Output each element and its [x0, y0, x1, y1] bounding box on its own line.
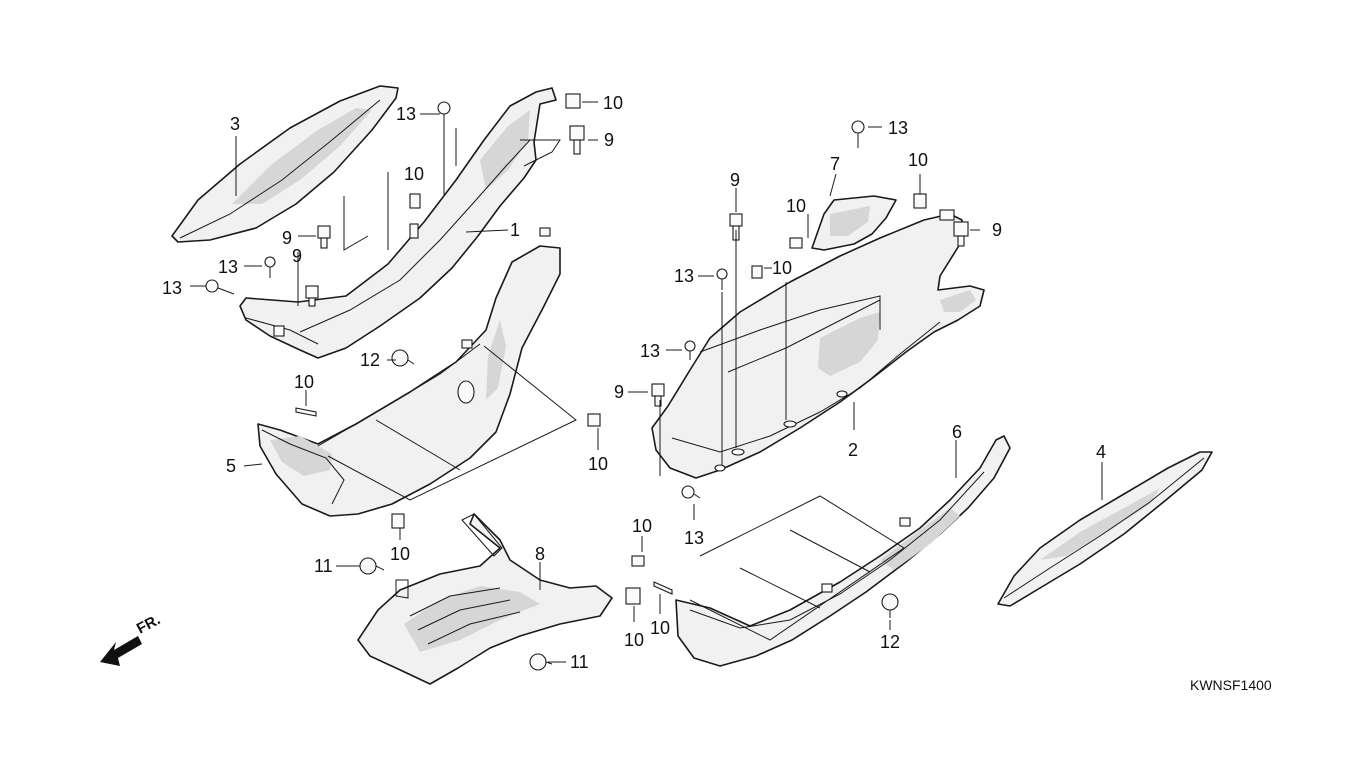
bolt-9-b[interactable] — [317, 225, 331, 249]
callout-9-f: 9 — [614, 382, 624, 402]
clip-10-f[interactable] — [789, 237, 803, 249]
screw-13-b[interactable] — [264, 256, 276, 278]
callout-12-b: 12 — [880, 632, 900, 652]
screw-13-f[interactable] — [684, 340, 696, 360]
callout-4: 4 — [1096, 442, 1106, 462]
callout-6: 6 — [952, 422, 962, 442]
screw-13-c[interactable] — [205, 279, 235, 295]
callout-10-h: 10 — [908, 150, 928, 170]
callout-10-b: 10 — [404, 164, 424, 184]
part-1-side-cover[interactable] — [239, 87, 561, 359]
callout-5: 5 — [226, 456, 236, 476]
callout-9-b: 9 — [282, 228, 292, 248]
clip-10-j[interactable] — [625, 587, 641, 605]
callout-10-j: 10 — [624, 630, 644, 650]
clip-10-d[interactable] — [587, 413, 601, 427]
callout-10-g: 10 — [772, 258, 792, 278]
callout-10-d: 10 — [588, 454, 608, 474]
bolt-9-c[interactable] — [305, 285, 319, 307]
front-direction-arrow-icon — [100, 636, 142, 666]
bolt-12-b[interactable] — [881, 593, 899, 618]
callout-9-e: 9 — [992, 220, 1002, 240]
callout-10-f: 10 — [786, 196, 806, 216]
direction-label: FR. — [134, 611, 163, 637]
screw-13-d[interactable] — [851, 120, 865, 148]
bolt-9-f[interactable] — [651, 383, 665, 407]
callout-12-a: 12 — [360, 350, 380, 370]
clip-10-b[interactable] — [409, 193, 421, 209]
part-2-side-cover[interactable] — [651, 209, 985, 479]
callout-7: 7 — [830, 154, 840, 174]
bolt-11-b[interactable] — [529, 653, 553, 671]
bolt-9-e[interactable] — [953, 221, 969, 247]
part-8-under-cover[interactable] — [357, 513, 613, 685]
callout-11-a: 11 — [314, 556, 333, 576]
callout-2: 2 — [848, 440, 858, 460]
clip-10-g[interactable] — [751, 265, 763, 279]
callout-3: 3 — [230, 114, 240, 134]
callout-13-b: 13 — [218, 257, 238, 277]
callout-13-g: 13 — [684, 528, 704, 548]
callout-10-a: 10 — [603, 93, 623, 113]
screw-13-e[interactable] — [716, 268, 728, 290]
callout-10-k: 10 — [650, 618, 670, 638]
callout-10-c: 10 — [294, 372, 314, 392]
callout-8: 8 — [535, 544, 545, 564]
clip-10-a[interactable] — [565, 93, 581, 109]
callout-13-e: 13 — [674, 266, 694, 286]
clip-10-c[interactable] — [295, 407, 317, 417]
part-6-floor-side-panel[interactable] — [675, 435, 1011, 667]
callout-13-d: 13 — [888, 118, 908, 138]
part-4-trim-strip[interactable] — [997, 451, 1213, 607]
bolt-12-a[interactable] — [391, 349, 415, 367]
bolt-11-a[interactable] — [359, 557, 385, 575]
callout-13-c: 13 — [162, 278, 182, 298]
callout-11-b: 11 — [570, 652, 589, 672]
part-7-lid[interactable] — [811, 195, 897, 251]
callout-13-f: 13 — [640, 341, 660, 361]
screw-13-g[interactable] — [681, 485, 701, 499]
clip-10-e[interactable] — [391, 513, 405, 529]
diagram-code: KWNSF1400 — [1190, 677, 1272, 693]
part-3-trim-strip[interactable] — [171, 85, 399, 243]
callout-labels: 1 2 3 4 5 6 7 8 9 9 9 9 9 9 10 10 10 10 … — [162, 93, 1106, 672]
leader-lines — [190, 101, 1103, 663]
callout-13-a: 13 — [396, 104, 416, 124]
clip-10-i[interactable] — [631, 555, 645, 567]
clip-10-k[interactable] — [653, 581, 673, 595]
callout-10-e: 10 — [390, 544, 410, 564]
callout-9-a: 9 — [604, 130, 614, 150]
bolt-9-a[interactable] — [569, 125, 585, 155]
clip-10-h[interactable] — [913, 193, 927, 209]
callout-9-c: 9 — [292, 246, 302, 266]
callout-9-d: 9 — [730, 170, 740, 190]
callout-1: 1 — [510, 220, 520, 240]
assembly-guides — [327, 299, 905, 641]
part-5-floor-side-panel[interactable] — [257, 227, 561, 517]
callout-10-i: 10 — [632, 516, 652, 536]
